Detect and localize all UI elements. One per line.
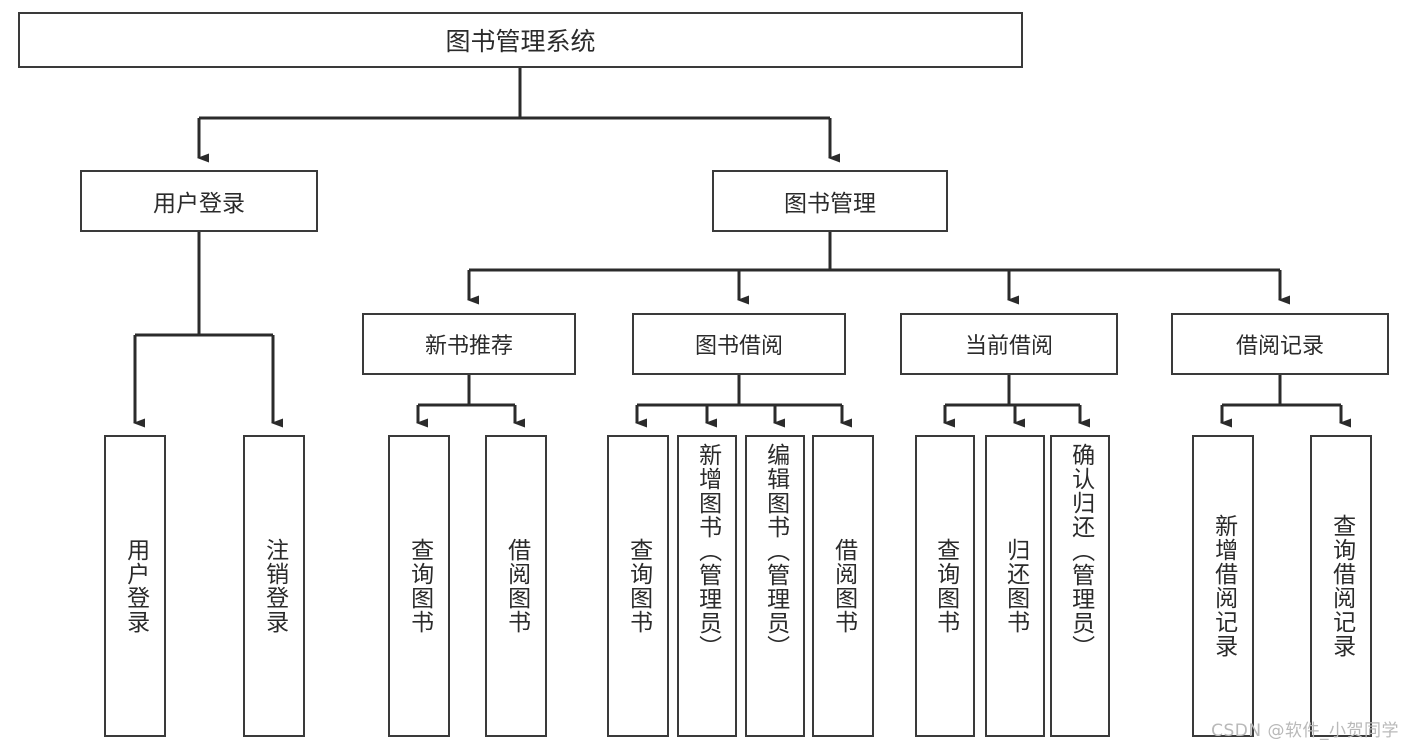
leaf-label: 新增借阅记录 <box>1210 514 1237 658</box>
leaf-user-login-logout[interactable]: 注销登录 <box>243 435 305 737</box>
node-borrow-record[interactable]: 借阅记录 <box>1171 313 1389 375</box>
leaf-label: 确认归还（管理员） <box>1067 443 1094 659</box>
node-new-book-recommend[interactable]: 新书推荐 <box>362 313 576 375</box>
leaf-current-return-book[interactable]: 归还图书 <box>985 435 1045 737</box>
leaf-label: 归还图书 <box>1002 538 1029 634</box>
node-book-borrow[interactable]: 图书借阅 <box>632 313 846 375</box>
node-new-book-recommend-label: 新书推荐 <box>424 334 513 359</box>
node-root-label: 图书管理系统 <box>445 27 596 56</box>
leaf-borrow-query-book[interactable]: 查询图书 <box>607 435 669 737</box>
leaf-label: 注销登录 <box>261 538 288 634</box>
leaf-label: 查询借阅记录 <box>1328 514 1355 658</box>
leaf-label: 用户登录 <box>122 538 149 634</box>
leaf-label: 借阅图书 <box>503 538 530 634</box>
node-book-management[interactable]: 图书管理 <box>712 170 948 232</box>
leaf-new-book-borrow[interactable]: 借阅图书 <box>485 435 547 737</box>
leaf-new-book-query[interactable]: 查询图书 <box>388 435 450 737</box>
leaf-label: 查询图书 <box>932 538 959 634</box>
node-current-borrow-label: 当前借阅 <box>964 334 1053 359</box>
leaf-current-query-book[interactable]: 查询图书 <box>915 435 975 737</box>
leaf-borrow-edit-book-admin[interactable]: 编辑图书（管理员） <box>745 435 805 737</box>
leaf-borrow-borrow-book[interactable]: 借阅图书 <box>812 435 874 737</box>
node-user-login[interactable]: 用户登录 <box>80 170 318 232</box>
watermark: CSDN @软件_小贺同学 <box>1211 721 1399 741</box>
node-current-borrow[interactable]: 当前借阅 <box>900 313 1118 375</box>
leaf-record-add[interactable]: 新增借阅记录 <box>1192 435 1254 737</box>
leaf-current-confirm-return-admin[interactable]: 确认归还（管理员） <box>1050 435 1110 737</box>
node-book-borrow-label: 图书借阅 <box>694 334 783 359</box>
node-borrow-record-label: 借阅记录 <box>1235 334 1324 359</box>
leaf-label: 查询图书 <box>625 538 652 634</box>
leaf-label: 编辑图书（管理员） <box>762 443 789 659</box>
leaf-label: 新增图书（管理员） <box>694 443 721 659</box>
node-root[interactable]: 图书管理系统 <box>18 12 1023 68</box>
node-user-login-label: 用户登录 <box>153 191 245 217</box>
leaf-record-query[interactable]: 查询借阅记录 <box>1310 435 1372 737</box>
leaf-label: 借阅图书 <box>830 538 857 634</box>
leaf-borrow-add-book-admin[interactable]: 新增图书（管理员） <box>677 435 737 737</box>
node-book-management-label: 图书管理 <box>784 191 876 217</box>
leaf-label: 查询图书 <box>406 538 433 634</box>
leaf-user-login-login[interactable]: 用户登录 <box>104 435 166 737</box>
